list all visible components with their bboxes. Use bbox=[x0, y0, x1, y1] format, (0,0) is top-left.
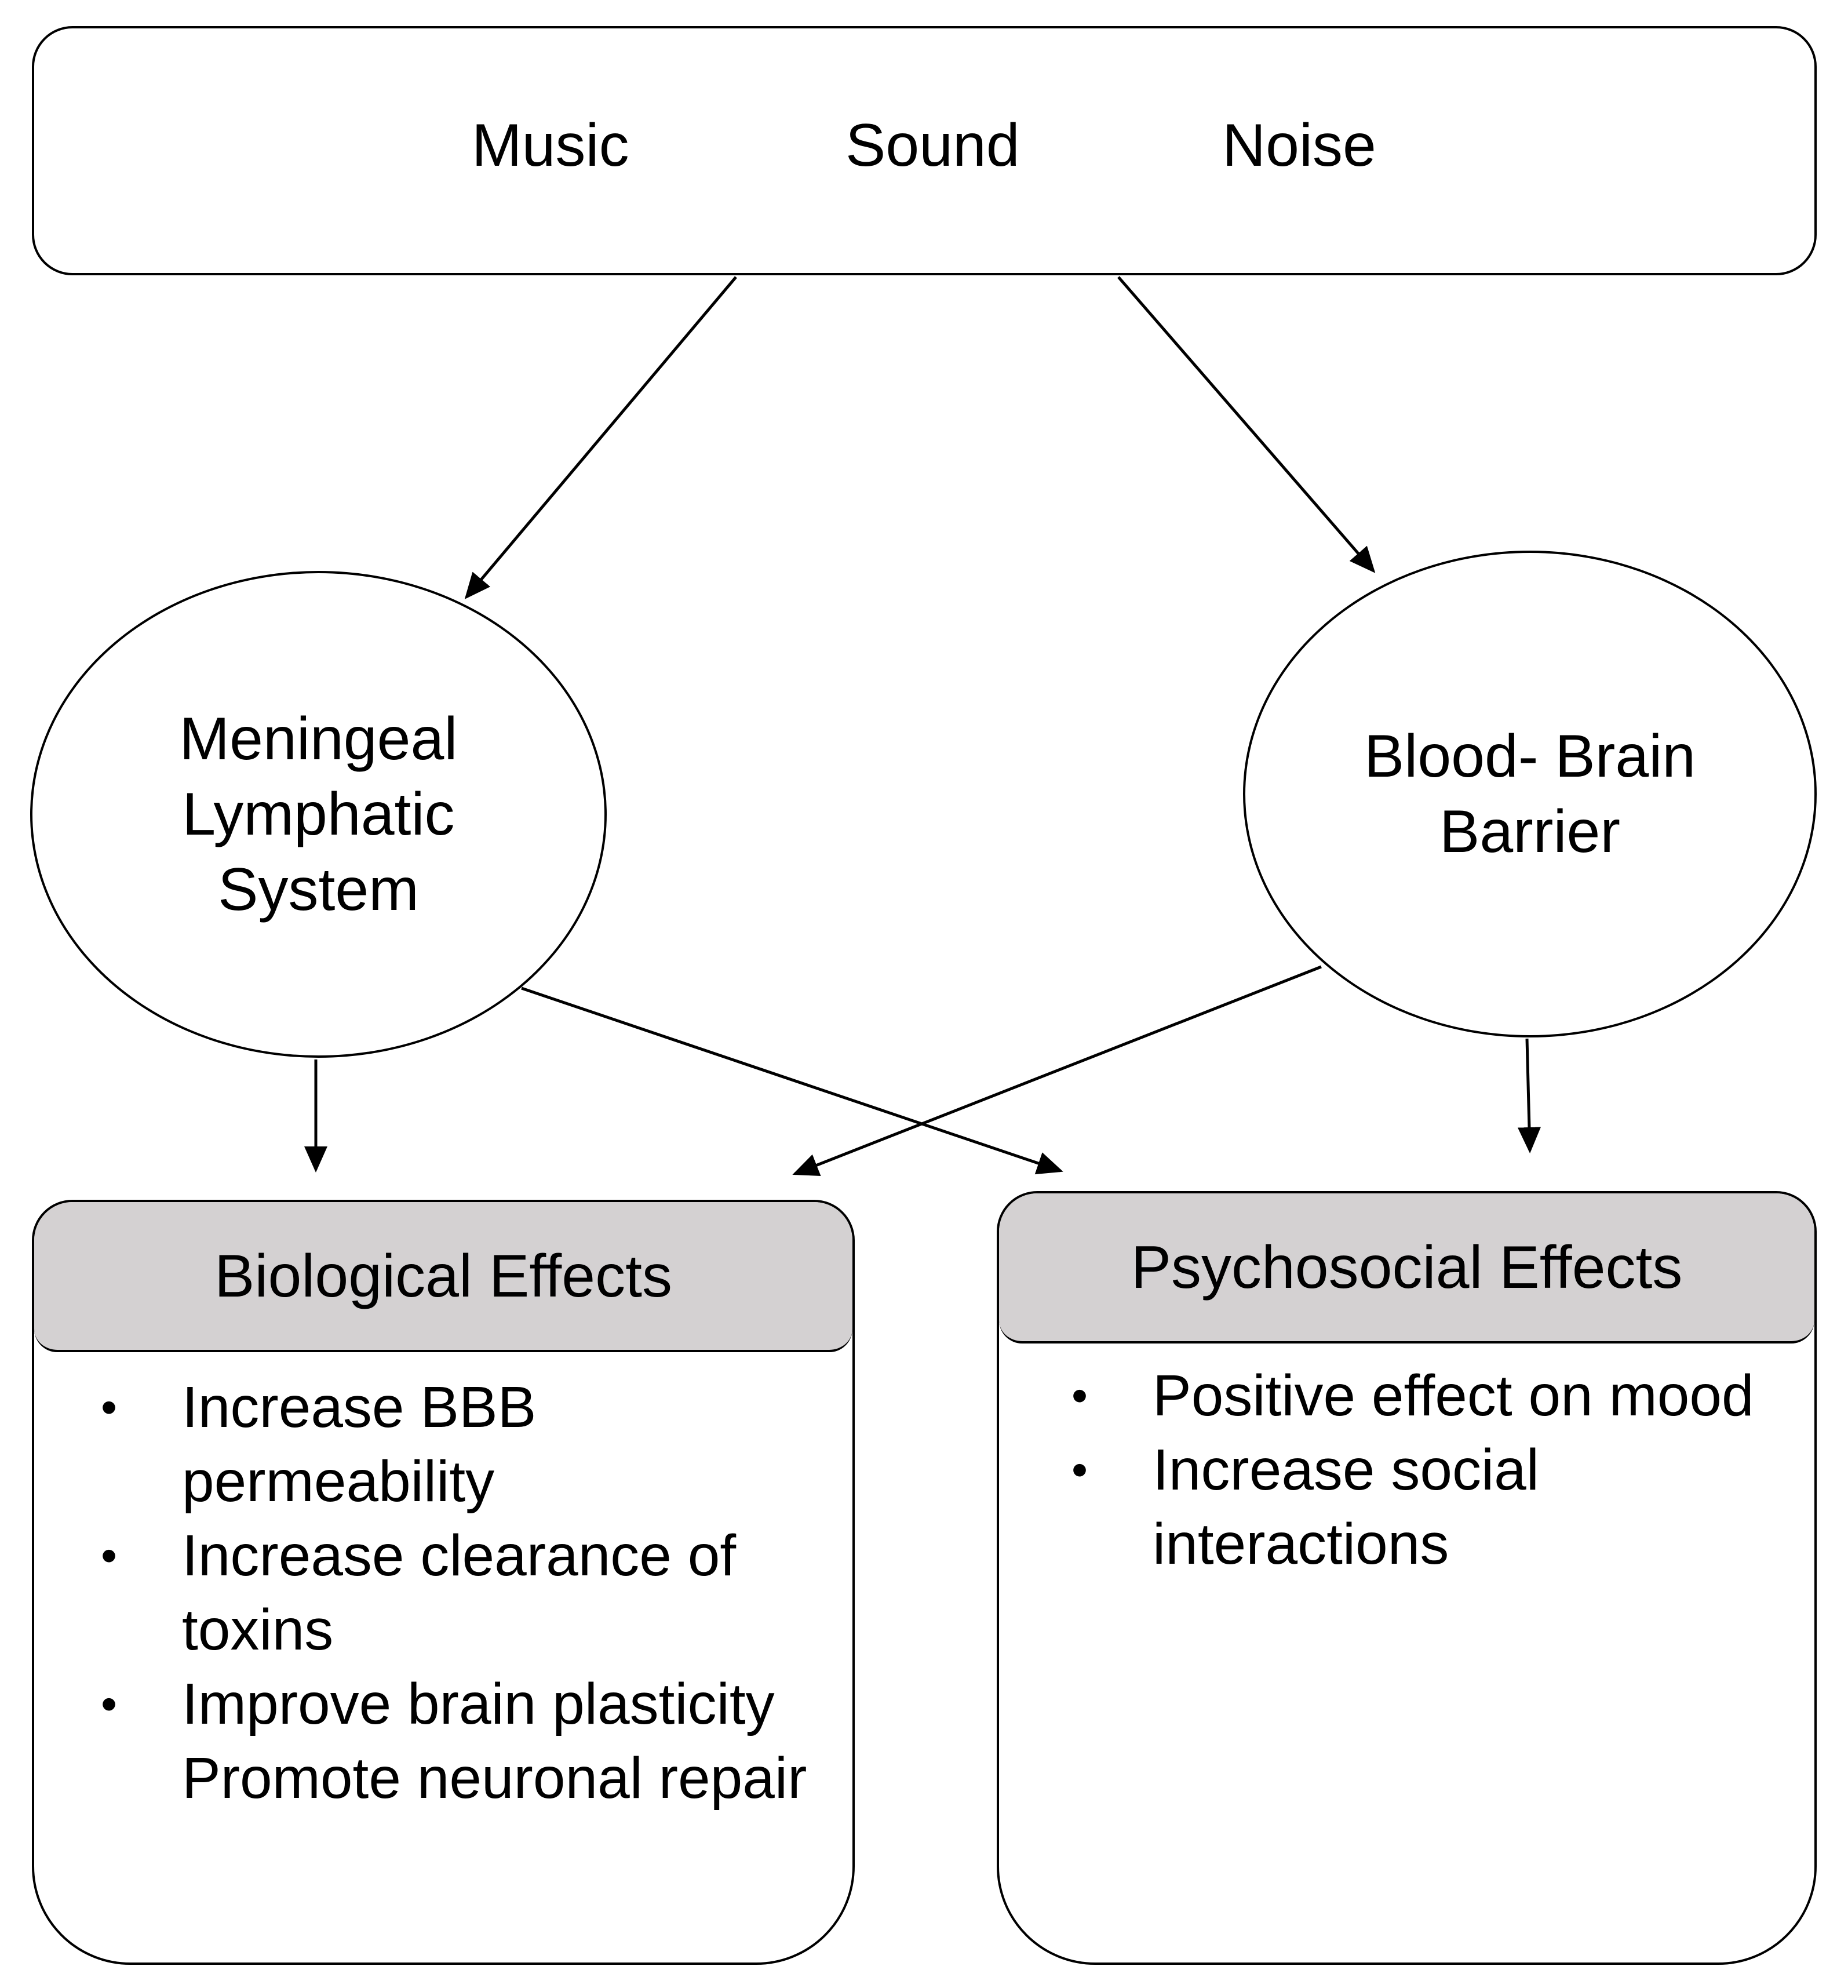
psychosocial-effects-title: Psychosocial Effects bbox=[999, 1193, 1814, 1343]
bullet-icon: • bbox=[1071, 1444, 1088, 1495]
list-item-text: Improve brain plasticity Promote neurona… bbox=[182, 1672, 807, 1811]
meningeal-lymphatic-node: Meningeal Lymphatic System bbox=[30, 571, 607, 1058]
arrow-bbb-to-biological bbox=[792, 965, 1322, 1176]
biological-effects-title: Biological Effects bbox=[34, 1202, 852, 1352]
sound-label: Sound bbox=[845, 112, 1020, 179]
list-item-text: Increase social interactions bbox=[1153, 1437, 1539, 1576]
noise-label: Noise bbox=[1222, 112, 1376, 179]
list-item-text: Increase clearance of toxins bbox=[182, 1523, 737, 1662]
music-label: Music bbox=[472, 112, 629, 179]
arrow-top-to-bbb bbox=[1117, 276, 1376, 573]
list-item: • Positive effect on mood bbox=[1071, 1359, 1813, 1433]
bullet-icon: • bbox=[101, 1381, 118, 1433]
biological-effects-box: Biological Effects • Increase BBB permeab… bbox=[32, 1200, 855, 1965]
arrow-top-to-meningeal bbox=[464, 276, 737, 599]
blood-brain-barrier-label: Blood- Brain Barrier bbox=[1364, 723, 1696, 865]
bullet-icon: • bbox=[101, 1530, 118, 1581]
sources-box: Music Sound Noise bbox=[32, 26, 1817, 275]
meningeal-lymphatic-label: Meningeal Lymphatic System bbox=[179, 705, 458, 923]
arrow-bbb-to-psychosocial bbox=[1517, 1038, 1541, 1153]
blood-brain-barrier-node: Blood- Brain Barrier bbox=[1243, 551, 1817, 1037]
psychosocial-effects-list: • Positive effect on mood • Increase socia… bbox=[1071, 1359, 1813, 1581]
bullet-icon: • bbox=[1071, 1370, 1088, 1421]
list-item-text: Increase BBB permeability bbox=[182, 1375, 537, 1514]
list-item-text: Positive effect on mood bbox=[1153, 1363, 1754, 1428]
psychosocial-effects-box: Psychosocial Effects • Positive effect on… bbox=[997, 1191, 1817, 1965]
list-item: • Improve brain plasticity Promote neuron… bbox=[101, 1667, 848, 1815]
list-item: • Increase social interactions bbox=[1071, 1433, 1813, 1581]
arrow-meningeal-to-psychosocial bbox=[521, 986, 1063, 1175]
bullet-icon: • bbox=[101, 1678, 118, 1730]
biological-effects-list: • Increase BBB permeability • Increase cle… bbox=[101, 1370, 848, 1815]
list-item: • Increase BBB permeability bbox=[101, 1370, 848, 1519]
list-item: • Increase clearance of toxins bbox=[101, 1519, 848, 1667]
